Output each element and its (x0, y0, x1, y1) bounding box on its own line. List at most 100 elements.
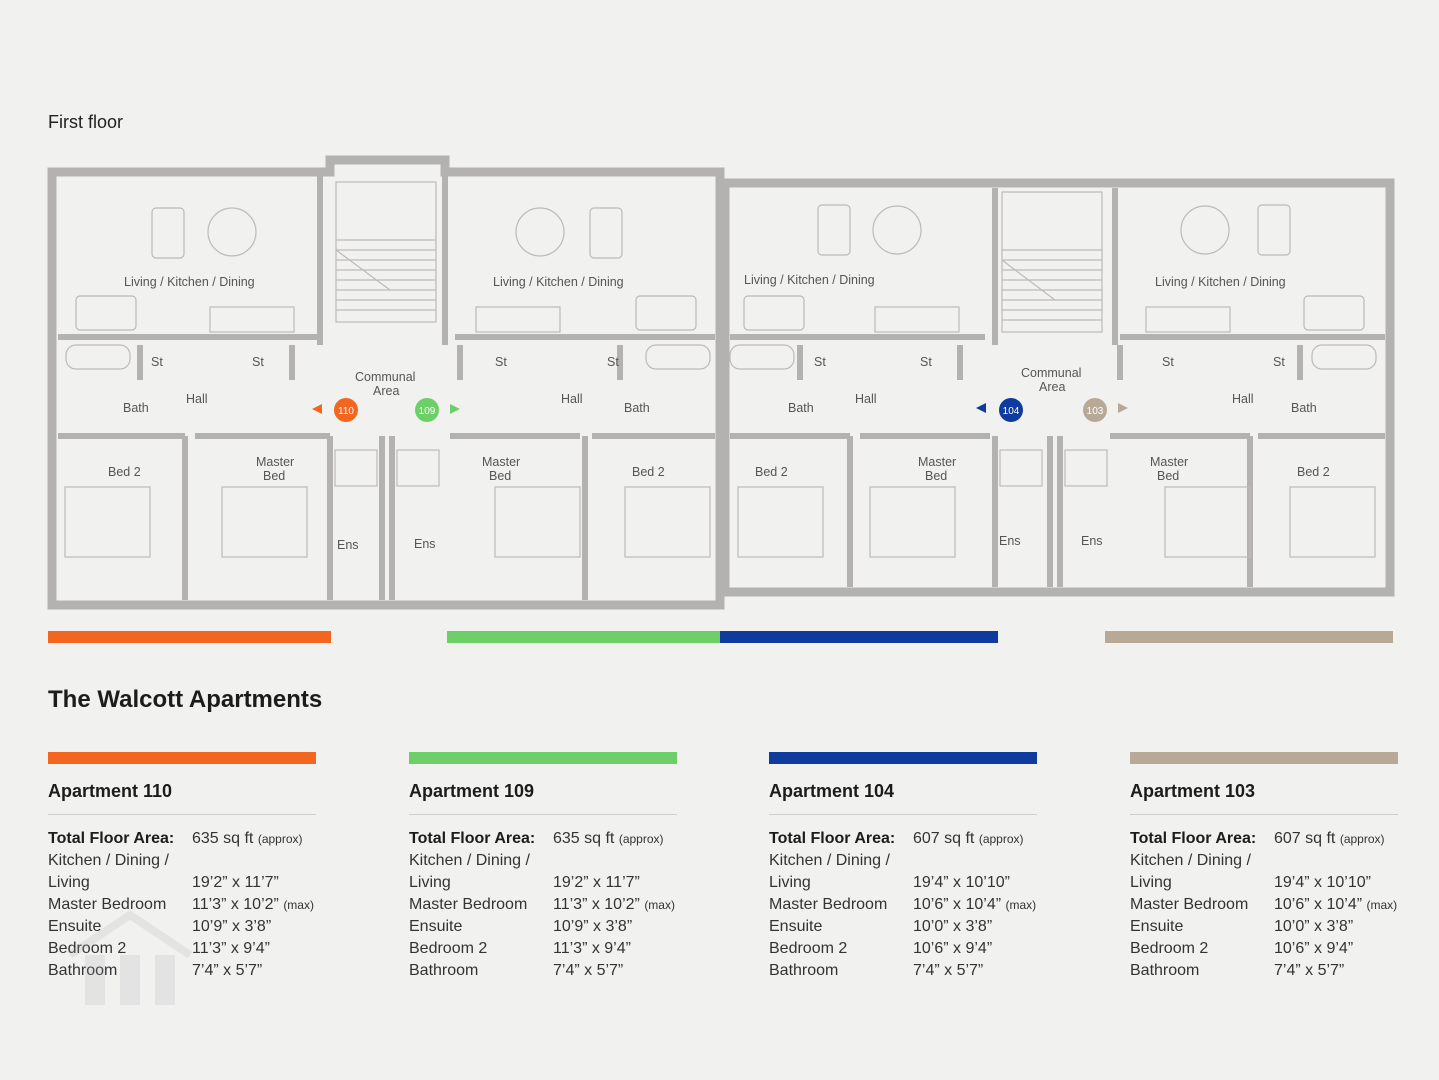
note: (max) (644, 898, 675, 912)
floor-plan: Living / Kitchen / Dining Living / Kitch… (47, 155, 1395, 610)
apartment-name: Apartment 110 (48, 781, 316, 815)
spec-label: Ensuite (1130, 918, 1184, 935)
label-st: St (252, 355, 264, 369)
spec-value: 607 sq ft (approx) (913, 828, 1024, 850)
label-ens: Ens (999, 534, 1021, 548)
spec-label: Ensuite (769, 918, 823, 935)
label-master: Master (482, 455, 520, 469)
spec-value: 7’4” x 5’7” (1274, 962, 1345, 979)
spec-label: Total Floor Area: (48, 830, 175, 847)
apartment-name: Apartment 104 (769, 781, 1037, 815)
apartment-name: Apartment 109 (409, 781, 677, 815)
apartment-color-bar (1130, 752, 1398, 764)
label-master: Master (1150, 455, 1188, 469)
spec-value: 11’3” x 9’4” (192, 940, 270, 957)
label-hall: Hall (561, 392, 583, 406)
arrow-left-icon (976, 403, 986, 413)
label-master-bed: Bed (489, 469, 511, 483)
spec-value: 10’6” x 9’4” (1274, 940, 1354, 957)
label-ens: Ens (337, 538, 359, 552)
total-area: 607 sq ft (913, 830, 975, 847)
label-area: Area (373, 384, 399, 398)
apartment-card: Apartment 110 Total Floor Area:635 sq ft… (48, 752, 316, 982)
master-dim: 11’3” x 10’2” (553, 896, 640, 913)
master-dim: 10’6” x 10’4” (913, 896, 1002, 913)
spec-label: Bathroom (48, 962, 118, 979)
label-hall: Hall (855, 392, 877, 406)
spec-label: Living (409, 874, 451, 891)
arrow-right-icon (1118, 403, 1128, 413)
note: (max) (283, 898, 314, 912)
note: (max) (1005, 898, 1037, 912)
marker-103-label: 103 (1087, 406, 1104, 417)
spec-value: 10’6” x 10’4” (max) (1274, 894, 1397, 916)
label-living-4: Living / Kitchen / Dining (1155, 275, 1286, 289)
spec-label: Bedroom 2 (409, 940, 488, 957)
label-st: St (151, 355, 163, 369)
marker-110 (334, 398, 358, 422)
section-title: The Walcott Apartments (48, 686, 323, 713)
label-master-bed: Bed (263, 469, 285, 483)
arrow-right-icon (450, 404, 460, 414)
spec-value: 635 sq ft (approx) (553, 828, 664, 850)
label-bed2: Bed 2 (632, 465, 665, 479)
spec-label: Total Floor Area: (769, 830, 896, 847)
spec-label: Kitchen / Dining / (48, 852, 169, 869)
apartment-color-bar (769, 752, 1037, 764)
marker-109-label: 109 (419, 406, 436, 417)
spec-label: Ensuite (48, 918, 102, 935)
floor-title: First floor (48, 112, 124, 132)
label-master: Master (256, 455, 294, 469)
note: (approx) (618, 832, 664, 846)
spec-value: 10’6” x 10’4” (max) (913, 894, 1036, 916)
apartment-specs: Total Floor Area:607 sq ft (approx) Kitc… (1130, 828, 1398, 982)
apartment-color-bar (409, 752, 677, 764)
note: (approx) (1339, 832, 1385, 846)
spec-value: 19’2” x 11’7” (553, 874, 640, 891)
master-dim: 10’6” x 10’4” (1274, 896, 1363, 913)
spec-value: 607 sq ft (approx) (1274, 828, 1385, 850)
spec-label: Master Bedroom (48, 896, 167, 913)
spec-value: 11’3” x 10’2” (max) (553, 894, 675, 916)
label-st: St (814, 355, 826, 369)
apartment-specs: Total Floor Area: 607 sq ft (approx) Kitc… (769, 828, 1037, 982)
label-bath: Bath (624, 401, 650, 415)
label-st: St (1273, 355, 1285, 369)
label-ens: Ens (1081, 534, 1103, 548)
spec-value: 10’6” x 9’4” (913, 940, 993, 957)
label-master-bed: Bed (1157, 469, 1179, 483)
label-bath: Bath (788, 401, 814, 415)
label-area: Area (1039, 380, 1065, 394)
spec-label: Living (769, 874, 811, 891)
label-st: St (607, 355, 619, 369)
label-master: Master (918, 455, 956, 469)
label-living-1: Living / Kitchen / Dining (124, 275, 255, 289)
label-st: St (1162, 355, 1174, 369)
apartment-specs: Total Floor Area:635 sq ft (approx) Kitc… (409, 828, 677, 982)
spec-value: 10’0” x 3’8” (1274, 918, 1354, 935)
spec-label: Master Bedroom (769, 896, 888, 913)
apartment-card: Apartment 109 Total Floor Area:635 sq ft… (409, 752, 677, 982)
spec-value: 7’4” x 5’7” (192, 962, 263, 979)
spec-label: Bathroom (1130, 962, 1200, 979)
spec-label: Kitchen / Dining / (769, 852, 890, 869)
spec-label: Bedroom 2 (1130, 940, 1209, 957)
total-area: 607 sq ft (1274, 830, 1336, 847)
spec-label: Master Bedroom (1130, 896, 1249, 913)
label-st: St (920, 355, 932, 369)
label-hall: Hall (186, 392, 208, 406)
label-bath: Bath (1291, 401, 1317, 415)
label-bed2: Bed 2 (1297, 465, 1330, 479)
spec-label: Living (1130, 874, 1172, 891)
spec-value: 7’4” x 5’7” (553, 962, 624, 979)
apartment-name: Apartment 103 (1130, 781, 1398, 815)
spec-value: 10’0” x 3’8” (913, 918, 993, 935)
spec-value: 19’4” x 10’10” (913, 874, 1010, 891)
label-bed2: Bed 2 (108, 465, 141, 479)
spec-label: Bedroom 2 (769, 940, 848, 957)
apartment-color-bar (48, 752, 316, 764)
marker-109 (415, 398, 439, 422)
spec-value: 7’4” x 5’7” (913, 962, 984, 979)
label-master-bed: Bed (925, 469, 947, 483)
span-bar-110 (48, 631, 331, 643)
